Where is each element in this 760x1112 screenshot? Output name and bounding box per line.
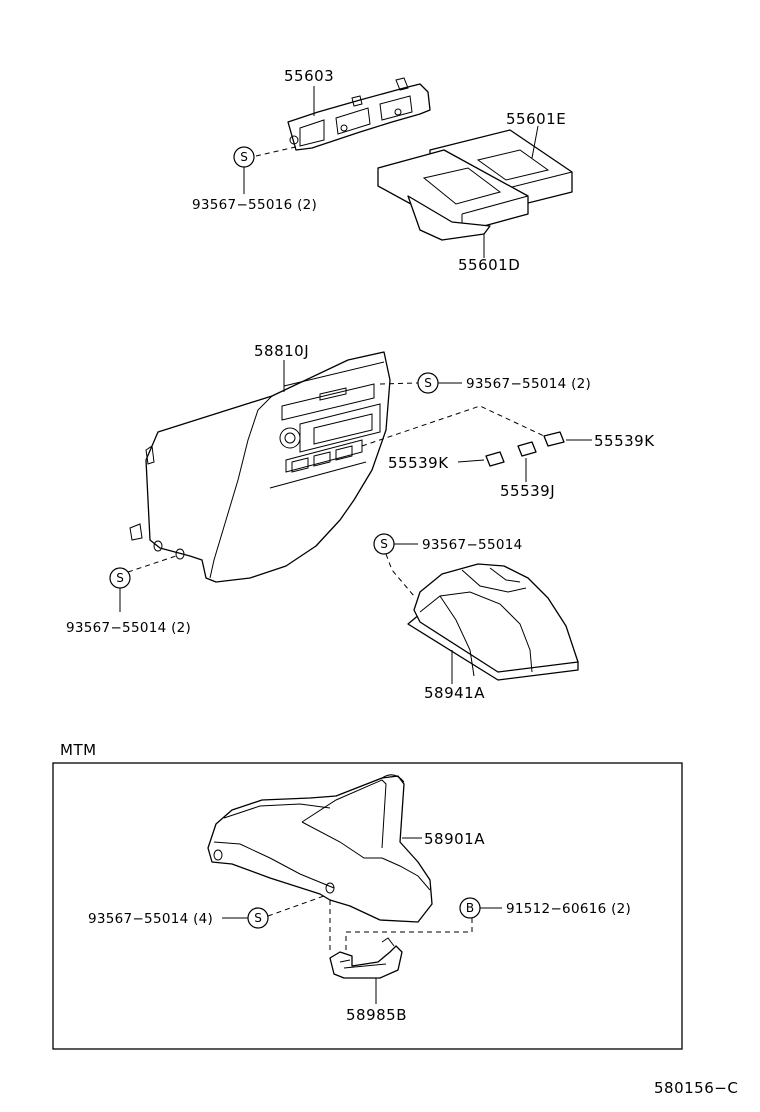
bracket-58985B-drawing bbox=[329, 937, 403, 979]
leader-55601E bbox=[531, 125, 539, 159]
svg-text:S: S bbox=[240, 150, 248, 164]
part-label-55539J: 55539J bbox=[500, 482, 555, 500]
cover-55539K-left-drawing bbox=[485, 451, 505, 467]
bolt-symbol-mtm: B bbox=[459, 897, 481, 919]
part-label-58810J: 58810J bbox=[254, 342, 309, 360]
cup-holder-55601D-drawing bbox=[377, 149, 529, 241]
part-label-93567-55014-left: 93567−55014 (2) bbox=[66, 620, 191, 636]
shift-boot-console-58901A-drawing bbox=[207, 774, 433, 923]
part-label-55539K-left: 55539K bbox=[388, 454, 449, 472]
screw-symbol-console: S bbox=[417, 372, 439, 394]
part-label-55601E: 55601E bbox=[506, 110, 566, 128]
dashed-link-box-screw bbox=[385, 553, 415, 597]
part-label-58985B: 58985B bbox=[346, 1006, 407, 1024]
bracket-55603-drawing bbox=[287, 77, 431, 151]
screw-symbol-box: S bbox=[373, 533, 395, 555]
cover-55539K-right-drawing bbox=[543, 431, 565, 447]
part-label-55603: 55603 bbox=[284, 67, 334, 85]
part-label-93567-55014-mtm: 93567−55014 (4) bbox=[88, 911, 213, 927]
dashed-link-mtm-screw bbox=[267, 895, 325, 917]
diagram-code: 580156−C bbox=[654, 1079, 738, 1097]
screw-symbol-left: S bbox=[109, 567, 131, 589]
part-label-55539K-right: 55539K bbox=[594, 432, 655, 450]
mtm-section-frame bbox=[52, 762, 683, 1050]
svg-text:S: S bbox=[116, 571, 124, 585]
console-box-58941A-drawing bbox=[407, 563, 579, 681]
screw-symbol-top: S bbox=[233, 146, 255, 168]
part-label-91512-60616: 91512−60616 (2) bbox=[506, 901, 631, 917]
svg-text:S: S bbox=[424, 376, 432, 390]
section-label-mtm: MTM bbox=[60, 741, 97, 759]
part-label-93567-55016: 93567−55016 (2) bbox=[192, 197, 317, 213]
dashed-link-left-screw bbox=[127, 555, 177, 573]
part-label-93567-55014-console: 93567−55014 (2) bbox=[466, 376, 591, 392]
svg-text:S: S bbox=[380, 537, 388, 551]
dashed-link-mtm-bolt bbox=[345, 918, 473, 950]
cover-55539J-drawing bbox=[517, 441, 537, 457]
svg-text:B: B bbox=[466, 901, 474, 915]
part-label-58941A: 58941A bbox=[424, 684, 485, 702]
part-label-55601D: 55601D bbox=[458, 256, 520, 274]
leader-55539K-left bbox=[457, 459, 485, 463]
svg-text:S: S bbox=[254, 911, 262, 925]
part-label-93567-55014-box: 93567−55014 bbox=[422, 537, 523, 553]
dashed-link-covers bbox=[361, 405, 545, 447]
dashed-link-top-screw bbox=[255, 145, 301, 157]
screw-symbol-mtm: S bbox=[247, 907, 269, 929]
console-58810J-drawing bbox=[129, 351, 391, 583]
dashed-link-console-screw bbox=[379, 382, 419, 385]
part-label-58901A: 58901A bbox=[424, 830, 485, 848]
